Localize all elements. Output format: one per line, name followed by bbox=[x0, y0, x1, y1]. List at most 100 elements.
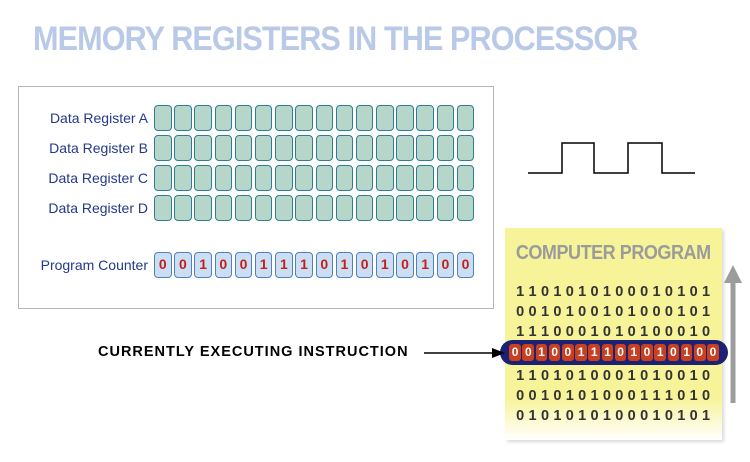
program-counter-bit-cell: 0 bbox=[436, 252, 455, 278]
register-bit-cell bbox=[436, 105, 455, 131]
program-counter-bit-cell: 1 bbox=[194, 252, 212, 278]
register-bit-cell bbox=[234, 135, 253, 161]
register-bit-cell bbox=[174, 195, 192, 221]
program-counter-bit-cell: 0 bbox=[234, 252, 253, 278]
register-bit-cell bbox=[275, 105, 293, 131]
binary-digit: 0 bbox=[677, 388, 686, 404]
binary-digit: 0 bbox=[664, 324, 673, 340]
binary-digit: 1 bbox=[627, 304, 636, 320]
highlighted-instruction-bit: 1 bbox=[680, 344, 693, 361]
binary-digit: 1 bbox=[640, 388, 649, 404]
binary-digit: 0 bbox=[664, 368, 673, 384]
program-counter-bit-cell: 1 bbox=[254, 252, 273, 278]
binary-digit: 1 bbox=[528, 368, 537, 384]
register-label: Data Register B bbox=[49, 140, 148, 156]
binary-digit: 1 bbox=[615, 324, 624, 340]
program-counter-bit-cell: 0 bbox=[456, 252, 475, 278]
binary-digit: 1 bbox=[664, 388, 673, 404]
register-bit-cell bbox=[214, 105, 233, 131]
register-bit-cell bbox=[396, 195, 414, 221]
binary-digit: 1 bbox=[540, 304, 550, 320]
executing-instruction-label: CURRENTLY EXECUTING INSTRUCTION bbox=[98, 344, 409, 360]
register-label: Data Register A bbox=[49, 110, 148, 126]
register-cells bbox=[154, 105, 477, 131]
register-bit-cell bbox=[254, 135, 273, 161]
register-bit-cell bbox=[376, 105, 394, 131]
register-bit-cell bbox=[355, 195, 374, 221]
binary-digit: 0 bbox=[516, 304, 525, 320]
binary-digit: 0 bbox=[540, 368, 550, 384]
highlighted-instruction-bit: 0 bbox=[693, 344, 706, 361]
register-bit-cell bbox=[416, 105, 434, 131]
register-bit-cell bbox=[194, 165, 212, 191]
register-bit-cell bbox=[335, 135, 354, 161]
register-bit-cell bbox=[174, 105, 192, 131]
register-bit-cell bbox=[355, 135, 374, 161]
program-counter-bit-cell: 0 bbox=[396, 252, 414, 278]
binary-digit: 0 bbox=[615, 388, 624, 404]
binary-digit: 0 bbox=[615, 284, 624, 300]
binary-digit: 0 bbox=[689, 304, 698, 320]
binary-digit: 0 bbox=[689, 284, 698, 300]
register-bit-cell bbox=[376, 135, 394, 161]
register-bit-cell bbox=[315, 165, 333, 191]
binary-digit: 0 bbox=[702, 368, 711, 384]
binary-digit: 1 bbox=[578, 408, 587, 424]
register-bit-cell bbox=[416, 135, 434, 161]
register-bit-cell bbox=[194, 135, 212, 161]
binary-digit: 1 bbox=[590, 324, 599, 340]
binary-digit: 0 bbox=[627, 388, 636, 404]
binary-digit: 1 bbox=[565, 388, 574, 404]
register-label: Data Register C bbox=[48, 170, 148, 186]
register-bit-cell bbox=[335, 165, 354, 191]
data-register-row: Data Register D bbox=[19, 195, 477, 221]
register-bit-cell bbox=[416, 165, 434, 191]
binary-digit: 0 bbox=[553, 304, 562, 320]
binary-digit: 0 bbox=[640, 408, 649, 424]
register-bit-cell bbox=[456, 165, 475, 191]
binary-digit: 0 bbox=[664, 408, 673, 424]
binary-digit: 1 bbox=[689, 324, 698, 340]
binary-digit: 0 bbox=[627, 408, 636, 424]
clock-square-wave-icon bbox=[528, 142, 695, 174]
data-register-row: Data Register B bbox=[19, 135, 477, 161]
binary-digit: 0 bbox=[565, 324, 574, 340]
binary-digit: 1 bbox=[590, 388, 599, 404]
binary-digit: 0 bbox=[516, 408, 525, 424]
register-label: Data Register D bbox=[48, 200, 148, 216]
register-bit-cell bbox=[275, 135, 293, 161]
binary-digit: 1 bbox=[702, 284, 711, 300]
binary-digit: 0 bbox=[565, 408, 574, 424]
binary-digit: 1 bbox=[652, 408, 661, 424]
highlighted-instruction-bit: 0 bbox=[548, 344, 561, 361]
register-bit-cell bbox=[456, 135, 475, 161]
binary-digit: 1 bbox=[578, 284, 587, 300]
highlighted-instruction-bit: 1 bbox=[654, 344, 666, 361]
program-counter-bit-cell: 1 bbox=[376, 252, 394, 278]
binary-digit: 1 bbox=[516, 368, 525, 384]
binary-digit: 1 bbox=[677, 408, 686, 424]
binary-digit: 0 bbox=[590, 304, 599, 320]
binary-digit: 0 bbox=[677, 324, 686, 340]
register-bit-cell bbox=[275, 165, 293, 191]
highlighted-instruction-bit: 0 bbox=[522, 344, 535, 361]
binary-digit: 0 bbox=[664, 304, 673, 320]
register-bit-cell bbox=[295, 135, 313, 161]
binary-digit: 0 bbox=[553, 388, 562, 404]
binary-digit: 0 bbox=[578, 388, 587, 404]
binary-digit: 1 bbox=[677, 284, 686, 300]
binary-digit: 0 bbox=[590, 368, 599, 384]
binary-digit: 0 bbox=[627, 324, 636, 340]
binary-digit: 1 bbox=[677, 304, 686, 320]
binary-digit: 1 bbox=[652, 368, 661, 384]
registers-panel: Data Register A Data Register B Data Regis… bbox=[18, 86, 494, 309]
data-register-row: Data Register C bbox=[19, 165, 477, 191]
